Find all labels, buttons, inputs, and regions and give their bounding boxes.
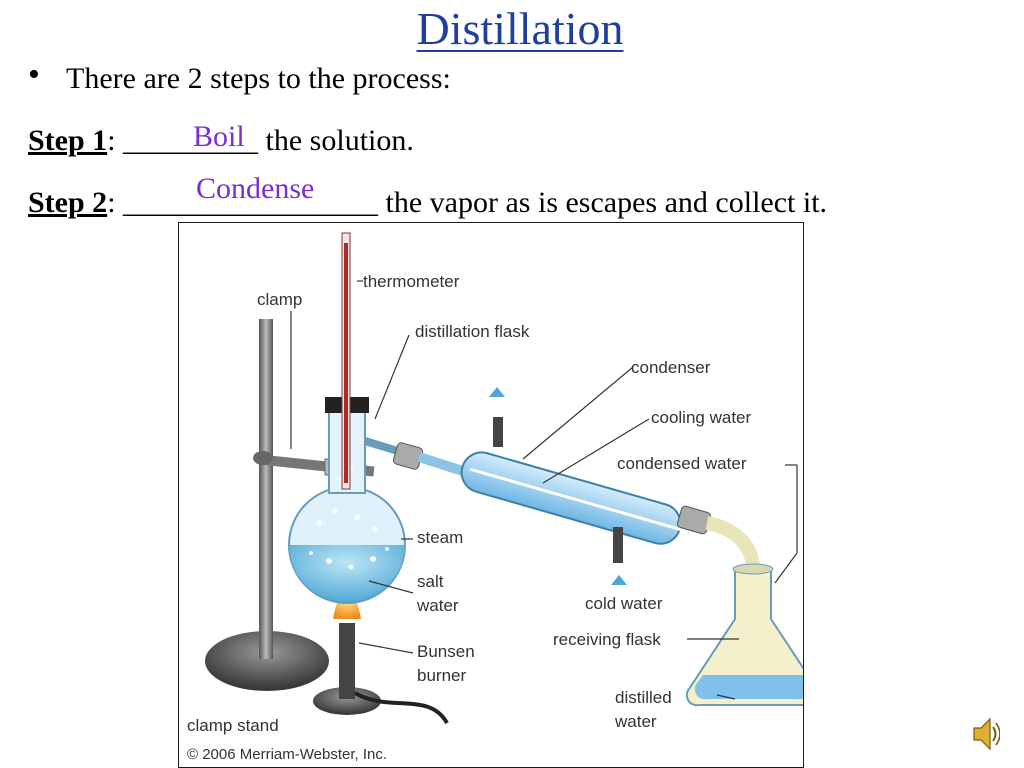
- distillation-apparatus-illustration: thermometer clamp distillation flask con…: [187, 232, 803, 763]
- label-cooling-water: cooling water: [651, 408, 752, 427]
- step-1-line: Step 1: _________ the solution.: [28, 124, 414, 157]
- step-1-answer: Boil: [193, 120, 245, 153]
- cooling-water-outlet: [493, 417, 503, 447]
- label-thermometer: thermometer: [363, 272, 460, 291]
- label-distilled-water: water: [614, 712, 657, 731]
- speaker-icon[interactable]: [972, 716, 1001, 752]
- label-clamp: clamp: [257, 290, 302, 309]
- outlet-tube: [705, 516, 760, 570]
- bullet-icon: •: [28, 56, 40, 93]
- label-condensed-water: condensed water: [617, 454, 747, 473]
- step-2-text: the vapor as is escapes and collect it.: [378, 186, 828, 219]
- label-cold-water: cold water: [585, 594, 663, 613]
- step-2-blank: _________________: [123, 186, 379, 219]
- label-clamp-stand: clamp stand: [187, 716, 279, 735]
- step-2-answer: Condense: [196, 172, 315, 205]
- label-salt: salt: [417, 572, 444, 591]
- label-burner: burner: [417, 666, 466, 685]
- bullet-text: There are 2 steps to the process:: [66, 62, 451, 95]
- distillation-diagram: thermometer clamp distillation flask con…: [178, 222, 804, 768]
- label-bunsen: Bunsen: [417, 642, 475, 661]
- label-distillation-flask: distillation flask: [415, 322, 530, 341]
- step-1-blank: _________: [123, 124, 259, 157]
- copyright-notice: © 2006 Merriam-Webster, Inc.: [187, 746, 387, 763]
- bunsen-burner-tube: [339, 623, 355, 699]
- step-2-line: Step 2: _________________ the vapor as i…: [28, 186, 828, 219]
- receiving-flask: [685, 568, 803, 707]
- slide-title: Distillation: [416, 3, 624, 54]
- label-steam: steam: [417, 528, 463, 547]
- label-receiving-flask: receiving flask: [553, 630, 661, 649]
- label-distilled: distilled: [615, 688, 672, 707]
- label-condenser: condenser: [631, 358, 711, 377]
- water-in-arrow-icon: [611, 575, 627, 585]
- water-out-arrow-icon: [489, 387, 505, 397]
- step-2-label: Step 2: [28, 186, 108, 219]
- clamp-stand-rod: [259, 319, 273, 659]
- condenser: [460, 451, 682, 545]
- clamp-stand-base: [205, 631, 329, 691]
- step-1-label: Step 1: [28, 124, 108, 157]
- cooling-water-inlet: [613, 527, 623, 563]
- bunsen-burner-base: [313, 687, 381, 715]
- label-water: water: [416, 596, 459, 615]
- distilled-water: [694, 675, 803, 700]
- step-1-text: the solution.: [258, 124, 414, 157]
